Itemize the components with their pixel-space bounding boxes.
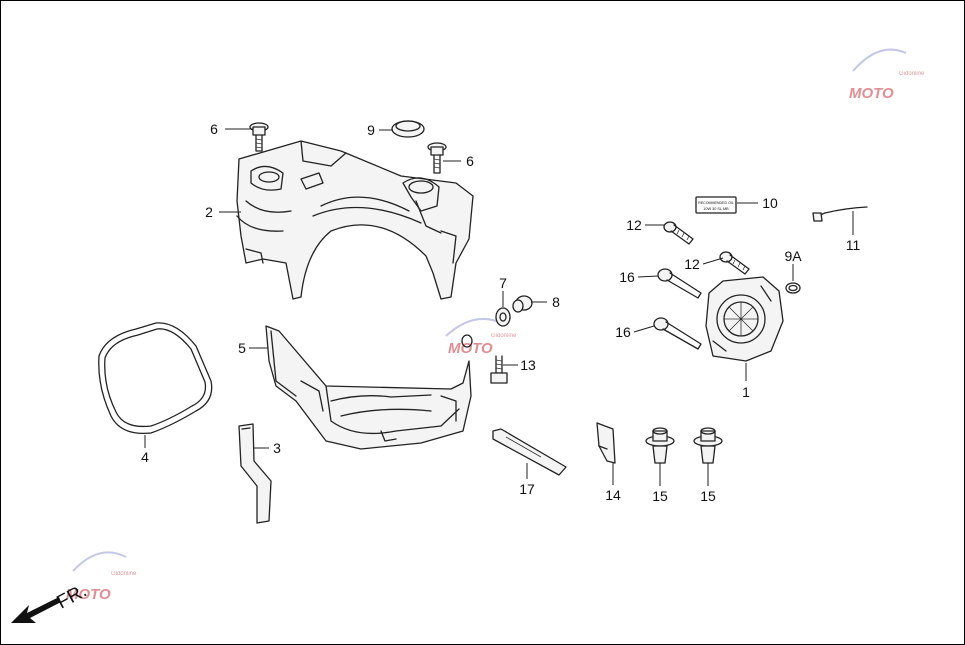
callout-16b: 16 <box>615 324 631 340</box>
callout-14: 14 <box>605 487 621 503</box>
oil-label-line2: 10W 30 SL MB <box>703 207 729 211</box>
part-collar-8 <box>512 295 533 313</box>
part-screw-12a <box>663 221 694 245</box>
part-bolt-13 <box>490 355 508 384</box>
callout-9: 9 <box>367 122 375 138</box>
callout-6b: 6 <box>466 153 474 169</box>
callout-15b: 15 <box>700 488 716 504</box>
part-upper-cover <box>236 140 474 300</box>
part-screw-12b <box>719 251 750 275</box>
callout-17: 17 <box>519 481 535 497</box>
callout-labels: 1 2 3 4 5 6 6 7 8 9 9A 10 11 12 12 13 14… <box>141 121 860 504</box>
watermark-brand: MOTO <box>66 586 111 603</box>
part-screw-16a <box>657 268 702 299</box>
callout-16a: 16 <box>619 269 635 285</box>
callout-7: 7 <box>499 275 507 291</box>
callout-12b: 12 <box>684 256 700 272</box>
callout-15a: 15 <box>652 488 668 504</box>
callout-8: 8 <box>552 294 560 310</box>
front-arrow-icon <box>11 597 61 623</box>
part-plate-14 <box>596 422 616 464</box>
callout-5: 5 <box>238 340 246 356</box>
oil-label-line1: RECOMMENDED OIL <box>698 201 734 205</box>
part-oil-label-10: RECOMMENDED OIL 10W 30 SL MB <box>695 196 737 214</box>
callout-10: 10 <box>762 195 778 211</box>
watermark-brand: MOTO <box>849 85 894 102</box>
callout-3: 3 <box>273 440 281 456</box>
part-strip-17 <box>492 428 567 476</box>
part-bracket-3 <box>238 423 272 524</box>
part-fitting-lower <box>461 334 473 348</box>
watermark-bottom-left: MOTO Gidonline <box>66 551 137 603</box>
part-clip-15a <box>645 427 675 464</box>
part-screw-6a <box>249 122 269 152</box>
watermark-sub: Gidonline <box>491 333 517 339</box>
callout-13: 13 <box>520 357 536 373</box>
callout-11: 11 <box>846 237 861 253</box>
front-direction-indicator: FR. <box>11 581 90 623</box>
part-cable-tie-11 <box>812 206 868 222</box>
callout-9a: 9A <box>784 248 802 264</box>
watermark-sub: Gidonline <box>111 571 137 577</box>
part-screw-16b <box>653 317 702 350</box>
part-lower-cover <box>265 325 472 450</box>
watermark-top-right: MOTO Gidonline <box>849 48 925 102</box>
callout-1: 1 <box>742 384 750 400</box>
part-fan-housing-1 <box>705 276 784 362</box>
watermark-center: MOTO Gidonline <box>445 317 517 357</box>
callout-12a: 12 <box>626 217 642 233</box>
callout-6a: 6 <box>210 121 218 137</box>
callout-2: 2 <box>205 204 213 220</box>
watermark-brand: MOTO <box>448 340 493 357</box>
part-bushing-7 <box>495 307 511 327</box>
leader-lines <box>144 128 854 486</box>
part-clip-15b <box>693 427 723 464</box>
part-gasket-4 <box>98 322 213 435</box>
part-grommet-9 <box>391 120 425 138</box>
callout-4: 4 <box>141 449 149 465</box>
part-screw-6b <box>427 142 447 174</box>
watermark-sub: Gidonline <box>899 71 925 77</box>
part-oring-9a <box>785 282 801 294</box>
